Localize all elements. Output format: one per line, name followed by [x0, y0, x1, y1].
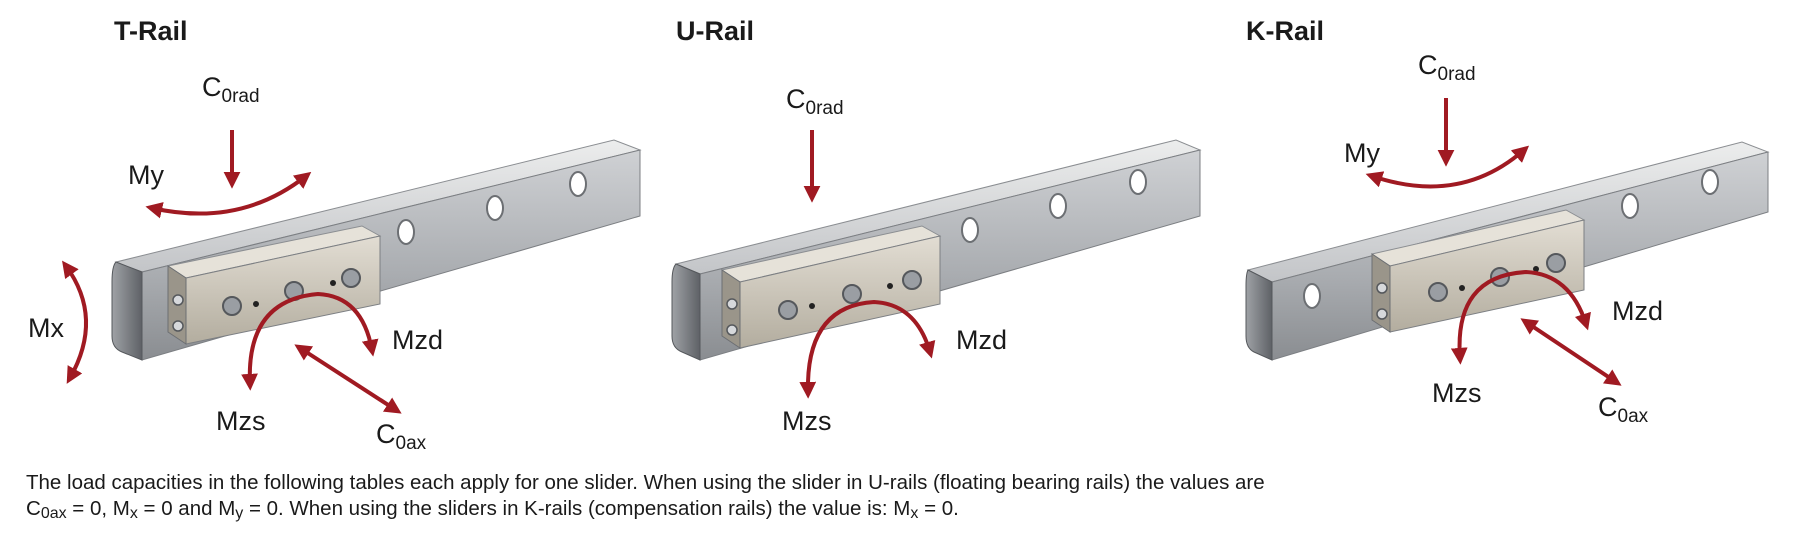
- k-rail-group: K-Rail: [1245, 16, 1770, 427]
- t-rail-body: [111, 139, 642, 361]
- mx-label: Mx: [28, 313, 64, 343]
- mzs-label: Mzs: [782, 406, 832, 436]
- mzs-label: Mzs: [216, 406, 266, 436]
- c0rad-label: C0rad: [786, 84, 844, 119]
- mzd-label: Mzd: [1612, 296, 1663, 326]
- c0ax-label: C0ax: [1598, 392, 1649, 427]
- my-label: My: [128, 160, 164, 190]
- caption-line-1: The load capacities in the following tab…: [26, 471, 1265, 494]
- mzd-label: Mzd: [956, 325, 1007, 355]
- my-label: My: [1344, 138, 1380, 168]
- c0ax-arrow: [294, 344, 402, 414]
- mz-arrow: [1450, 269, 1591, 365]
- k-rail-arrows: [1365, 98, 1622, 386]
- mzd-label: Mzd: [392, 325, 443, 355]
- mx-arrow: [62, 260, 88, 384]
- mz-arrow: [241, 291, 379, 391]
- c0rad-label: C0rad: [1418, 50, 1476, 85]
- c0ax-arrow: [1520, 318, 1622, 386]
- my-arrow: [145, 171, 312, 219]
- mzs-label: Mzs: [1432, 378, 1482, 408]
- c0ax-label: C0ax: [376, 419, 427, 454]
- c0rad-label: C0rad: [202, 72, 260, 107]
- rail-title: T-Rail: [114, 16, 188, 46]
- caption: The load capacities in the following tab…: [26, 470, 1766, 522]
- my-arrow: [1365, 145, 1530, 189]
- rail-title: K-Rail: [1246, 16, 1324, 46]
- mz-arrow: [799, 299, 936, 399]
- u-rail-body: [671, 139, 1202, 361]
- t-rail-group: T-Rail: [28, 16, 642, 454]
- caption-line-2: C0ax = 0, Mx = 0 and My = 0. When using …: [26, 497, 959, 522]
- u-rail-arrows: [799, 130, 936, 399]
- t-rail-arrows: [62, 130, 402, 414]
- k-rail-body: [1245, 141, 1770, 361]
- rail-title: U-Rail: [676, 16, 754, 46]
- u-rail-group: U-Rail: [671, 16, 1202, 436]
